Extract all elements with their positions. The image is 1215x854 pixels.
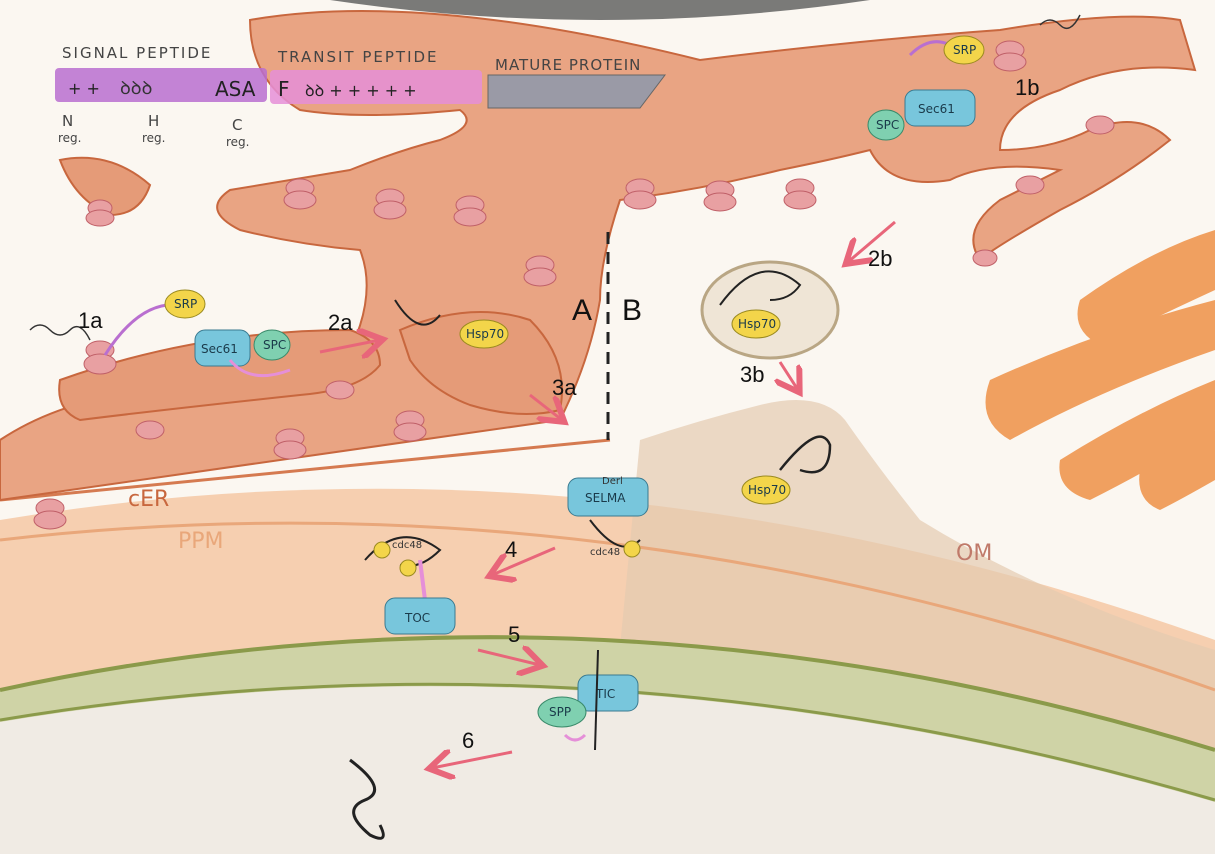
arrow-3b <box>780 362 798 390</box>
sec61-1b-label: Sec61 <box>918 102 955 116</box>
om-label: OM <box>956 541 992 566</box>
srp-1a-label: SRP <box>174 297 197 311</box>
signal-c-marks: ASA <box>215 77 256 101</box>
region-c-sub: reg. <box>226 135 249 149</box>
step-1b-label: 1b <box>1015 75 1039 100</box>
spp-label: SPP <box>549 705 571 719</box>
derl-label: Derl <box>602 476 623 487</box>
srp-1b-label: SRP <box>953 43 976 57</box>
step-6-label: 6 <box>462 728 474 753</box>
step-1a-label: 1a <box>78 308 103 333</box>
vesicle <box>702 262 838 358</box>
region-c: C <box>232 116 242 134</box>
label-b: B <box>622 294 642 327</box>
cdc48-selma-label: cdc48 <box>590 547 620 558</box>
transit-peptide-title: TRANSIT PEPTIDE <box>277 48 439 66</box>
step-2a-label: 2a <box>328 310 353 335</box>
spc-1a-label: SPC <box>263 338 286 352</box>
step-4-label: 4 <box>505 537 517 562</box>
step-3a-label: 3a <box>552 375 577 400</box>
cdc48-label: cdc48 <box>392 540 422 551</box>
hsp70-vesicle-label: Hsp70 <box>738 317 776 331</box>
region-n-sub: reg. <box>58 131 81 145</box>
region-h-sub: reg. <box>142 131 165 145</box>
tic-label: TIC <box>595 687 615 701</box>
selma-label: SELMA <box>585 491 626 505</box>
step-5-label: 5 <box>508 622 520 647</box>
mature-protein-bar <box>488 75 665 108</box>
label-a: A <box>572 294 592 327</box>
toc-label: TOC <box>404 611 430 625</box>
transit-marks: ꝺꝺ + + + + + <box>305 81 417 100</box>
hsp70-2a-label: Hsp70 <box>466 327 504 341</box>
transit-start: F <box>278 77 290 101</box>
region-h: H <box>148 112 159 130</box>
mature-protein-title: MATURE PROTEIN <box>495 56 641 74</box>
sec61-1a-label: Sec61 <box>201 342 238 356</box>
step-3b-label: 3b <box>740 362 764 387</box>
spc-1b-label: SPC <box>876 118 899 132</box>
hsp70-om-label: Hsp70 <box>748 483 786 497</box>
region-n: N <box>62 112 73 130</box>
cer-label: cER <box>128 487 169 512</box>
signal-n-marks: + + <box>68 79 100 98</box>
signal-peptide-title: SIGNAL PEPTIDE <box>62 44 212 62</box>
signal-h-marks: ꝺꝺꝺ <box>120 78 152 99</box>
ppm-label: PPM <box>178 529 224 554</box>
step-2b-label: 2b <box>868 246 892 271</box>
